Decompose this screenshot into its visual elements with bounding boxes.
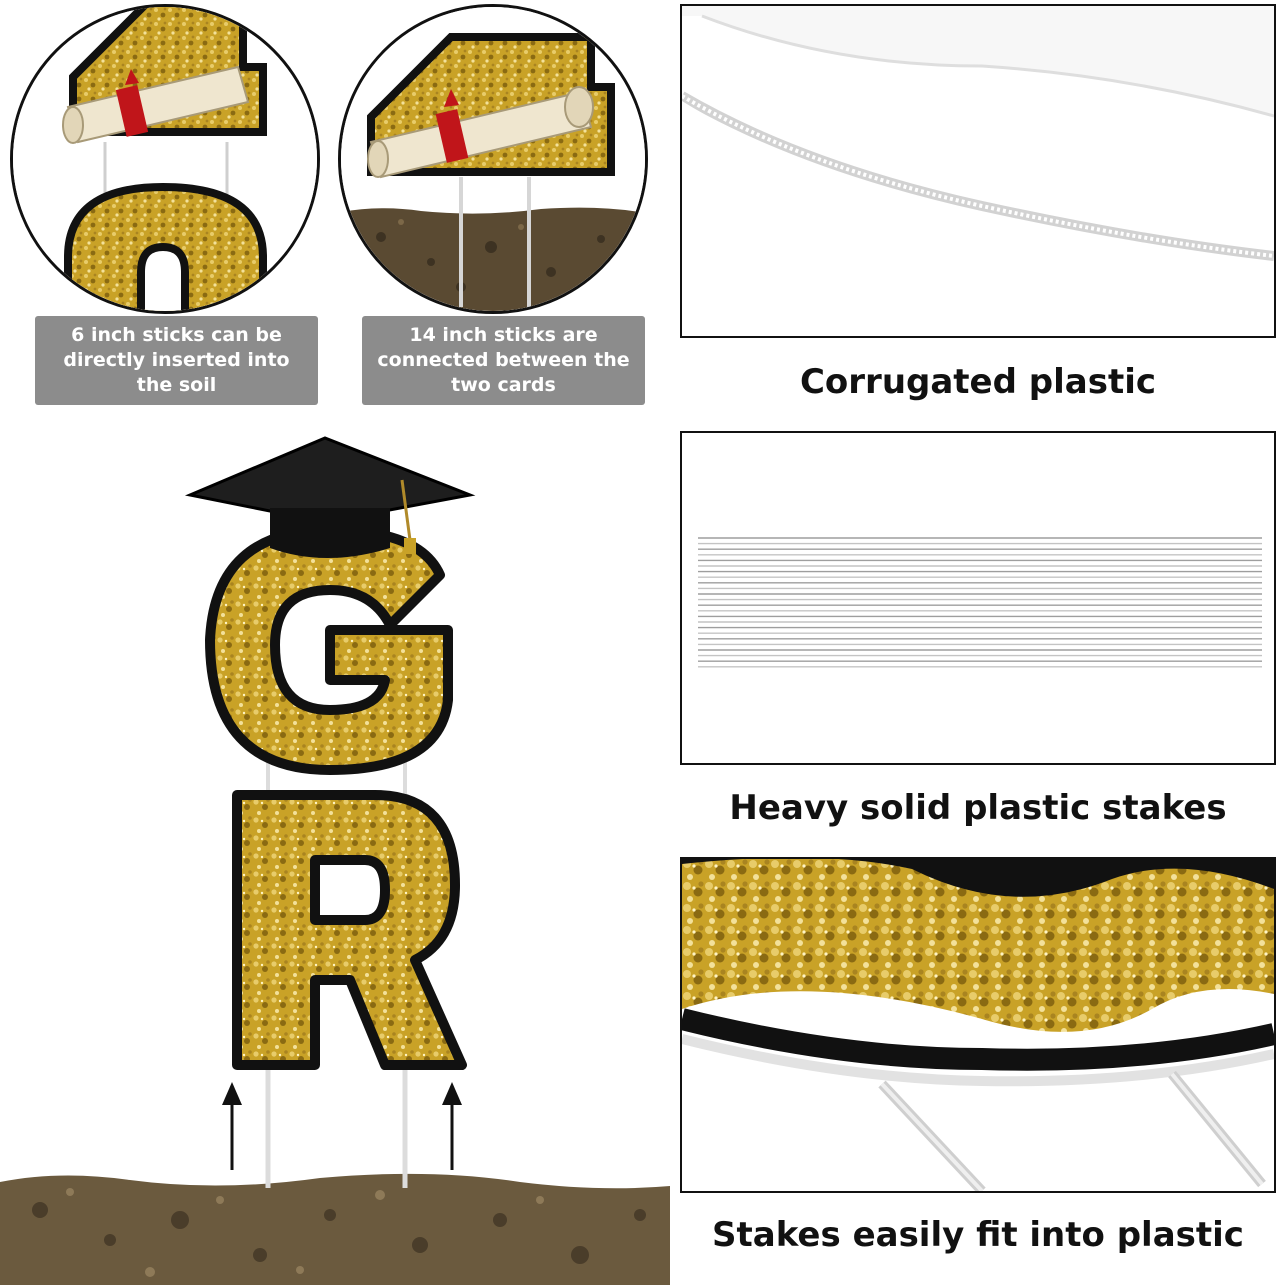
- letter-card-r: R: [232, 790, 467, 1070]
- panel-solid-stakes: [680, 431, 1276, 765]
- label-corrugated-plastic: Corrugated plastic: [799, 362, 1157, 402]
- detail-circle-short-sticks: [10, 4, 320, 314]
- grad-cap-icon: [184, 436, 476, 558]
- caption-long-sticks: 14 inch sticks are connected between the…: [362, 316, 645, 405]
- corrugated-edge-illustration: [682, 6, 1274, 336]
- caption-short-sticks: 6 inch sticks can be directly inserted i…: [35, 316, 318, 405]
- stakes-illustration: [682, 433, 1274, 763]
- long-sticks-illustration: [341, 7, 645, 311]
- diploma-scroll-icon: [62, 65, 250, 144]
- stakes-fit-illustration: [682, 859, 1274, 1191]
- panel-stakes-fit: [680, 857, 1276, 1193]
- detail-circle-long-sticks: [338, 4, 648, 314]
- yard-sign-illustration: G R: [0, 420, 670, 1285]
- stake-lines: [698, 537, 1262, 668]
- up-arrow-icon: [222, 1082, 242, 1170]
- letter-card-g: G: [205, 525, 453, 775]
- label-solid-stakes: Heavy solid plastic stakes: [729, 788, 1227, 828]
- diploma-scroll-icon: [367, 86, 594, 179]
- up-arrow-icon: [442, 1082, 462, 1170]
- label-stakes-fit: Stakes easily fit into plastic: [712, 1215, 1244, 1255]
- panel-corrugated-plastic: [680, 4, 1276, 338]
- short-sticks-illustration: [13, 7, 317, 311]
- soil-ground: [0, 1173, 670, 1285]
